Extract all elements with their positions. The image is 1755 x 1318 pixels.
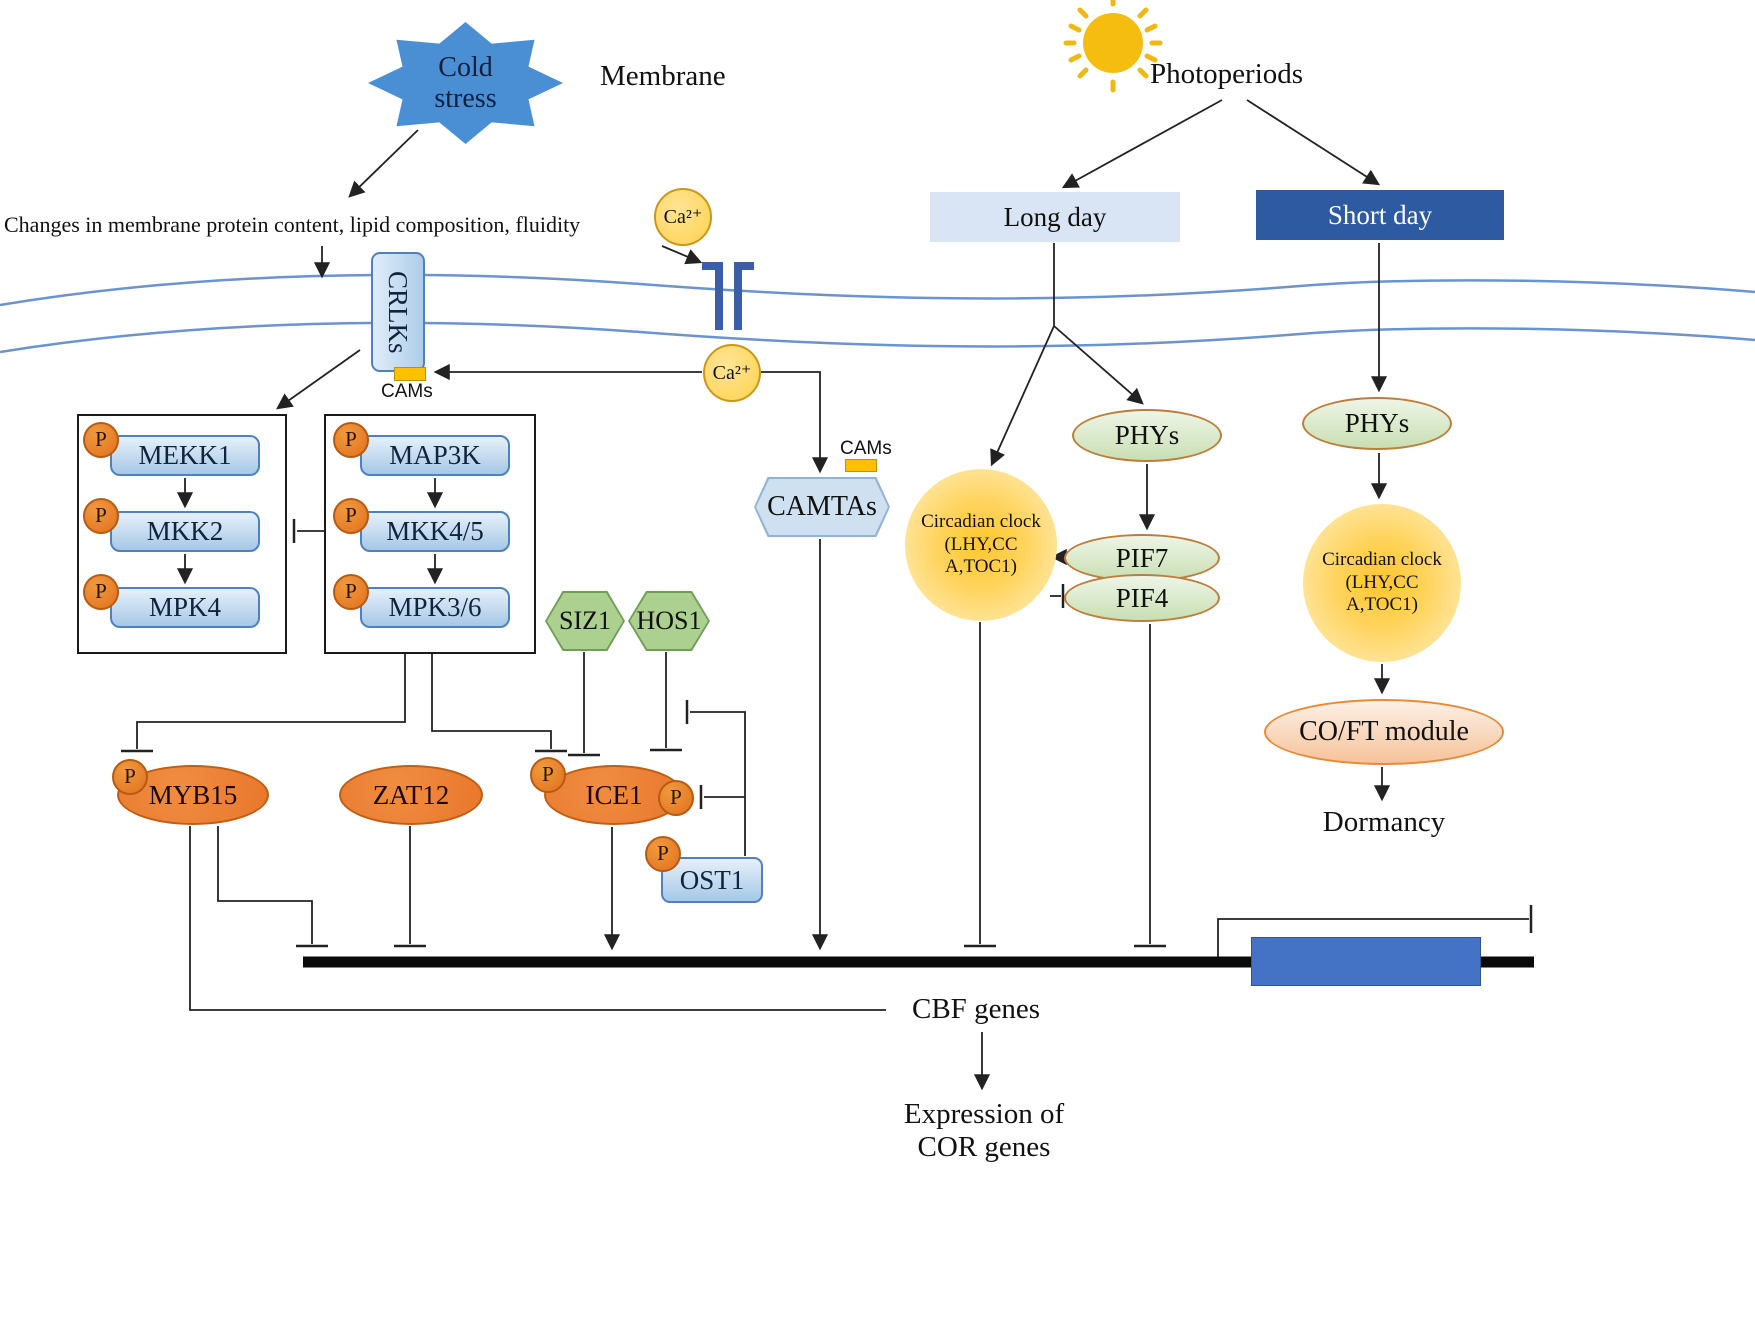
phys-right-node: PHYs: [1302, 397, 1452, 450]
phospho-mkk2: P: [83, 498, 119, 534]
phospho-mpk36: P: [333, 574, 369, 610]
coft-module-node: CO/FT module: [1264, 699, 1504, 765]
promoter-line: [1217, 918, 1529, 957]
tbar-myb15-gene: [217, 826, 313, 944]
cold-stress-label: Cold stress: [434, 51, 497, 114]
phospho-myb15: P: [112, 759, 148, 795]
arrow-crlks-box1: [276, 349, 361, 410]
phospho-map3k: P: [333, 422, 369, 458]
phospho-ost1: P: [645, 836, 681, 872]
mpk4-node: MPK4: [110, 587, 260, 628]
phospho-ice1-right: P: [658, 780, 694, 816]
ost1-node: OST1: [661, 857, 763, 903]
hos1-hex-fill: [630, 593, 708, 649]
cold-stress-node: Cold stress: [368, 22, 563, 144]
dormancy-label: Dormancy: [1322, 806, 1446, 838]
cascade-box-1: [77, 414, 287, 654]
expression-cor-label: Expression of COR genes: [903, 1098, 1065, 1163]
camtas-hex-fill: [756, 479, 888, 535]
hos1-node: HOS1: [628, 591, 710, 651]
photoperiods-label: Photoperiods: [1150, 58, 1304, 90]
siz1-label: SIZ1: [559, 606, 611, 636]
cbf-genes-label: CBF genes: [912, 993, 1041, 1025]
connectors: [121, 99, 1533, 1091]
cams-left-label: CAMs: [381, 381, 433, 402]
crlks-node: CRLKs: [371, 252, 425, 372]
camtas-label: CAMTAs: [767, 491, 877, 523]
line-myb15-cbf: [189, 826, 886, 1011]
short-day-node: Short day: [1256, 190, 1504, 240]
calcium-channel-icon: [702, 262, 754, 330]
siz1-hex-fill: [547, 593, 623, 649]
long-day-node: Long day: [930, 192, 1180, 242]
membrane-label: Membrane: [600, 60, 726, 92]
ca-ion-bottom: Ca²⁺: [703, 344, 761, 402]
mpk36-node: MPK3/6: [360, 587, 510, 628]
tbar-mpk-ice1: [431, 654, 552, 749]
tbar-mpk-myb15: [136, 654, 406, 749]
pif4-node: PIF4: [1064, 574, 1220, 622]
myb15-node: MYB15: [117, 765, 269, 825]
circadian-clock-right-node: Circadian clock (LHY,CC A,TOC1): [1303, 504, 1461, 662]
arrow-longday-phys: [1053, 325, 1144, 405]
mkk2-node: MKK2: [110, 511, 260, 552]
sun-icon: [1063, 0, 1163, 93]
arrow-photo-longday: [1061, 99, 1223, 189]
arrow-photo-shortday: [1246, 99, 1381, 186]
mkk45-node: MKK4/5: [360, 511, 510, 552]
cams-right-label: CAMs: [840, 438, 892, 459]
cams-right-icon: [845, 459, 877, 472]
cascade-box-2: [324, 414, 536, 654]
circadian-clock-left-node: Circadian clock (LHY,CC A,TOC1): [905, 469, 1057, 621]
ost1-bracket: [690, 711, 746, 856]
phospho-mekk1: P: [83, 422, 119, 458]
arrow-ca-channel: [661, 245, 703, 265]
gene-box: [1251, 937, 1481, 986]
phospho-mkk45: P: [333, 498, 369, 534]
phospho-mpk4: P: [83, 574, 119, 610]
membrane-lines-icon: [0, 273, 1755, 354]
arrow-ca-camtas: [761, 371, 829, 474]
ca-ion-top: Ca²⁺: [654, 188, 712, 246]
mekk1-node: MEKK1: [110, 435, 260, 476]
zat12-node: ZAT12: [339, 765, 483, 825]
arrow-coldstress-changes: [348, 129, 419, 198]
map3k-node: MAP3K: [360, 435, 510, 476]
cams-left-icon: [394, 367, 426, 381]
phospho-ice1-left: P: [530, 757, 566, 793]
membrane-changes-text: Changes in membrane protein content, lip…: [4, 212, 581, 237]
phys-left-node: PHYs: [1072, 409, 1222, 462]
siz1-node: SIZ1: [545, 591, 625, 651]
arrow-longday-clock: [990, 325, 1055, 467]
camtas-node: CAMTAs: [754, 477, 890, 537]
hos1-label: HOS1: [636, 606, 702, 636]
